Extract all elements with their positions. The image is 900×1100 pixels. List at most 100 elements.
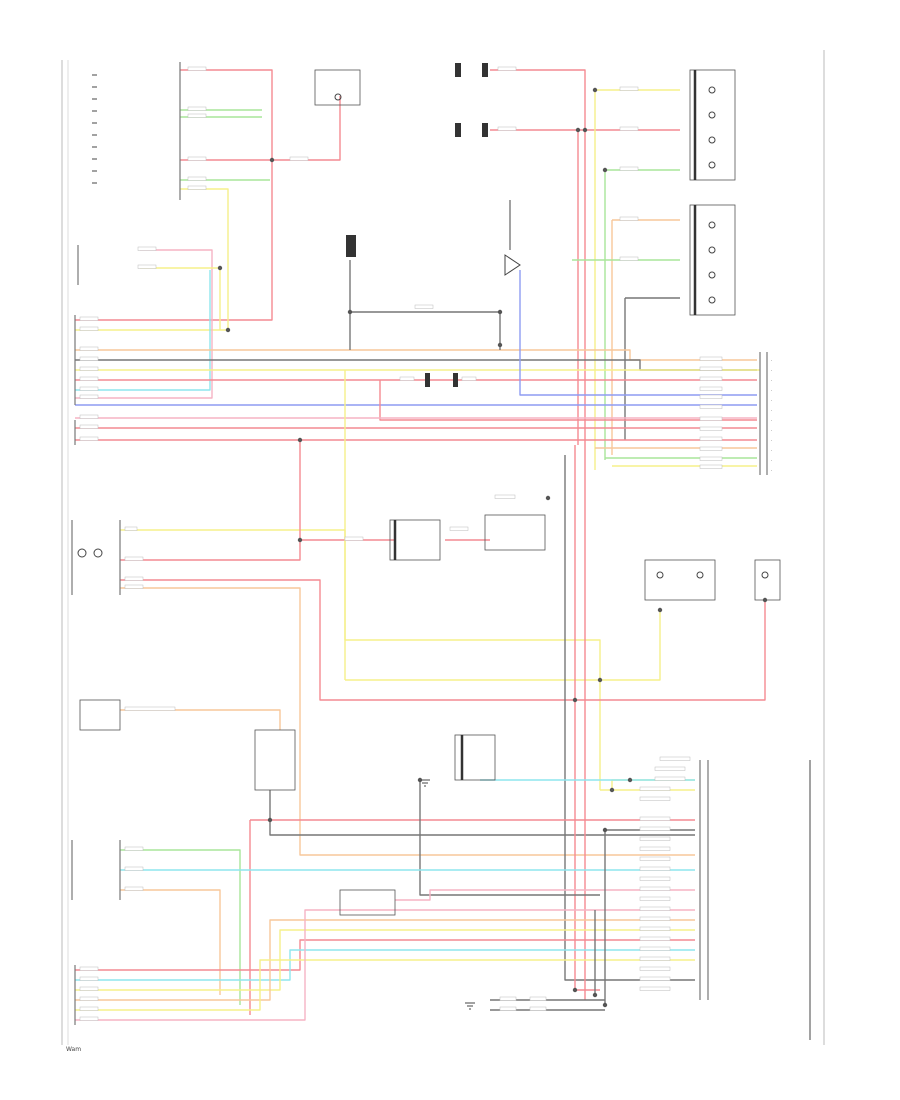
lock-switch-box <box>484 514 546 551</box>
wire-orange-bundle <box>75 349 757 361</box>
wire-label-tag <box>639 966 671 971</box>
splice-dot <box>497 342 503 348</box>
wire-label-tag <box>639 936 671 941</box>
wire-label-tag <box>79 326 99 331</box>
wire-label-tag <box>124 846 144 851</box>
wire-label-tag <box>699 376 723 381</box>
wire-label-tag <box>529 1006 547 1011</box>
relay-contact <box>708 111 716 119</box>
wire-red-switch-lower <box>379 380 757 421</box>
splice-dot <box>627 777 633 783</box>
wire-label-tag <box>494 494 516 499</box>
wire-label-tag <box>124 706 176 711</box>
key-contact <box>656 571 664 579</box>
wire-label-tag <box>79 394 99 399</box>
wire-label-tag <box>619 256 639 261</box>
key-switch-box <box>644 559 716 601</box>
fuse-box <box>314 69 361 106</box>
wire-label-tag <box>79 356 99 361</box>
wire-label-tag <box>344 536 364 541</box>
splice-dot <box>592 87 598 93</box>
wire-orange-bottom <box>120 889 221 995</box>
key-contact <box>761 571 769 579</box>
pin-label: · <box>771 409 772 414</box>
key-contact <box>696 571 704 579</box>
wire-orange-long <box>120 587 695 856</box>
wire-label-tag <box>699 416 723 421</box>
pin-label: · <box>771 369 772 374</box>
pin-label: · <box>771 459 772 464</box>
key-switch-box-2 <box>754 559 781 601</box>
wire-label-tag <box>414 304 434 309</box>
wire-red-top-right <box>490 69 586 432</box>
pin-label: · <box>771 379 772 384</box>
wire-label-tag <box>124 886 144 891</box>
wire-red-door <box>120 440 301 561</box>
wire-black-switch <box>269 790 695 836</box>
wire-label-tag <box>699 436 723 441</box>
wire-label-tag <box>699 356 723 361</box>
wire-label-tag <box>79 346 99 351</box>
wire-label-tag <box>639 816 671 821</box>
splice-dot <box>267 817 273 823</box>
wire-label-tag <box>124 584 144 589</box>
wire-label-tag <box>124 866 144 871</box>
wire-label-tag <box>699 394 723 399</box>
wire-label-tag <box>639 836 671 841</box>
wire-label-tag <box>639 946 671 951</box>
splice-dot <box>602 827 608 833</box>
wire-label-tag <box>187 66 207 71</box>
wire-label-tag <box>187 106 207 111</box>
wire-label-tag <box>79 316 99 321</box>
wire-label-tag <box>639 986 671 991</box>
wire-label-tag <box>699 456 723 461</box>
wire-yellow-bottom-2 <box>75 959 695 1011</box>
splice-dot <box>217 265 223 271</box>
wire-label-tag <box>699 464 723 469</box>
wire-label-tag <box>639 846 671 851</box>
splice-dot <box>297 537 303 543</box>
wire-label-tag <box>659 756 691 761</box>
wire-label-tag <box>639 896 671 901</box>
wire-pink-sensor <box>395 889 695 901</box>
relay-contact <box>708 221 716 229</box>
relay-box-2 <box>689 204 736 316</box>
splice-dot <box>572 697 578 703</box>
wire-label-tag <box>619 216 639 221</box>
switch-terminal <box>482 63 488 77</box>
splice-dot <box>592 992 598 998</box>
wire-label-tag <box>497 66 517 71</box>
wire-label-tag <box>499 1006 517 1011</box>
splice-dot <box>762 597 768 603</box>
sensor-box <box>339 889 396 916</box>
wire-label-tag <box>699 404 723 409</box>
pin-label: · <box>771 389 772 394</box>
splice-dot <box>297 437 303 443</box>
switch-terminal <box>453 373 458 387</box>
transistor-symbol <box>504 254 521 276</box>
wire-label-tag <box>399 376 415 381</box>
pin-label: · <box>771 359 772 364</box>
wire-top-red <box>75 69 273 321</box>
horn-component <box>346 235 356 257</box>
wire-label-tag <box>499 996 517 1001</box>
wire-cyan-resistor <box>75 270 211 391</box>
pin-label: · <box>771 429 772 434</box>
wire-label-tag <box>289 156 309 161</box>
page-number: Wam <box>66 1046 81 1053</box>
wire-label-tag <box>639 876 671 881</box>
wire-label-tag <box>79 1016 99 1021</box>
splice-dot <box>657 607 663 613</box>
switch-terminal <box>455 63 461 77</box>
wire-red-bottom-1 <box>75 939 695 971</box>
wire-black-bundle <box>75 359 757 371</box>
switch-terminal <box>455 123 461 137</box>
wire-label-tag <box>124 526 138 531</box>
wire-black-mid <box>350 311 501 350</box>
switch-contact <box>93 548 103 558</box>
splice-dot <box>572 987 578 993</box>
wire-label-tag <box>187 113 207 118</box>
wire-label-tag <box>137 246 157 251</box>
wire-label-tag <box>79 376 99 381</box>
wire-label-tag <box>79 986 99 991</box>
